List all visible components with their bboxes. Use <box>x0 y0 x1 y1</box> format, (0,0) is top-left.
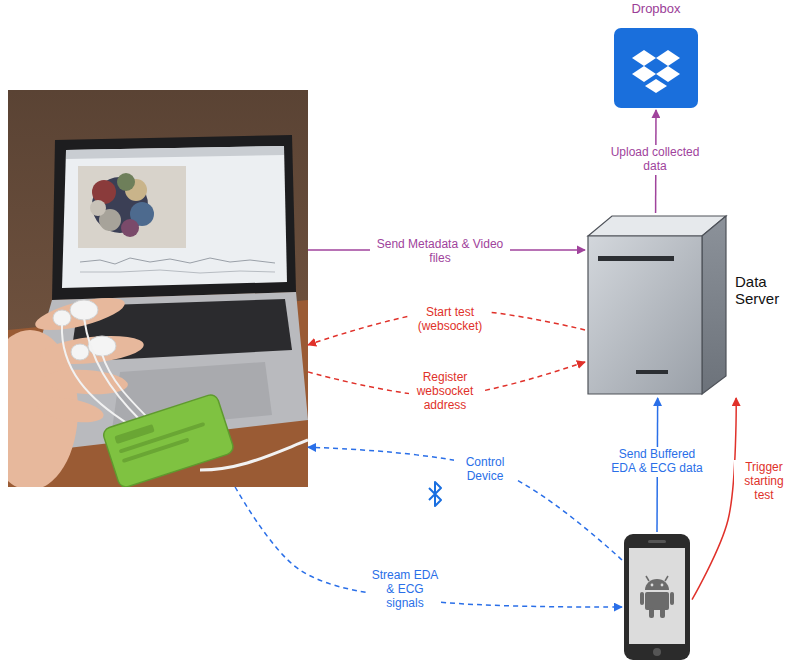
android-logo <box>640 576 674 618</box>
edge-label: Register websocket address <box>409 370 481 413</box>
edge-label: Control Device <box>454 455 516 485</box>
browser-toolbar <box>66 146 284 159</box>
node-label: Dropbox <box>612 2 700 17</box>
client-setup-photo <box>8 90 308 487</box>
laptop-display <box>62 146 287 288</box>
bitalino-device-part <box>102 393 235 487</box>
finger-sensors-part <box>70 300 98 320</box>
android-logo-part <box>651 584 654 587</box>
edge-label-text: Upload collected data <box>611 145 700 173</box>
edge-label-text: Trigger starting test <box>744 460 783 502</box>
android-phone-part <box>629 548 685 644</box>
android-logo-part <box>661 584 664 587</box>
android-phone <box>622 532 692 662</box>
setup-photo <box>8 90 308 487</box>
android-phone-part <box>648 540 666 543</box>
edge-label-text: Stream EDA & ECG signals <box>372 568 439 610</box>
bitalino-device <box>102 393 235 487</box>
android-logo-part <box>670 592 674 605</box>
android-logo-part <box>665 576 668 581</box>
server-icon-part <box>598 256 674 261</box>
android-phone-part <box>624 534 690 660</box>
android-phone-part <box>653 648 661 656</box>
dropbox-icon-part-part <box>632 66 656 82</box>
server-icon-part <box>588 236 702 394</box>
usb-cable <box>200 440 308 470</box>
edge-label-text: Register websocket address <box>417 370 474 412</box>
edge-label: Trigger starting test <box>734 460 794 503</box>
server-icon-part <box>702 216 726 394</box>
flow-arrow <box>308 310 585 345</box>
android-logo-part <box>646 576 649 581</box>
flow-arrow <box>308 362 585 396</box>
flow-arrow <box>692 398 736 600</box>
laptop-lid <box>52 135 296 300</box>
data-server: Data Server <box>585 213 792 398</box>
edge-label: Send Metadata & Video files <box>370 237 510 267</box>
signal-plot <box>80 258 275 264</box>
hand-part <box>32 291 127 337</box>
finger-sensors-part <box>71 344 89 360</box>
server-icon <box>588 216 726 394</box>
storage-service: Dropbox <box>612 2 702 110</box>
edge-label: Start test (websocket) <box>410 305 490 335</box>
server-icon-part <box>636 370 668 374</box>
flow-arrow <box>656 398 658 532</box>
android-logo-part <box>649 608 654 618</box>
edge-label: Stream EDA & ECG signals <box>369 568 441 611</box>
edge-label: Upload collected data <box>605 145 705 175</box>
video-frame <box>78 166 186 248</box>
edge-label-text: Control Device <box>466 455 505 483</box>
android-logo-part <box>660 608 665 618</box>
android-logo-part <box>640 592 644 605</box>
edge-label-text: Start test (websocket) <box>418 305 483 333</box>
flow-arrow <box>308 447 622 560</box>
clothes-pile-image-part <box>90 200 106 216</box>
dropbox-icon-part <box>614 28 698 108</box>
clothes-pile-image <box>90 173 154 237</box>
dropbox-icon-part <box>632 50 680 93</box>
android-logo-part <box>645 592 669 610</box>
finger-sensors-part <box>53 310 71 326</box>
flow-arrow <box>308 249 585 251</box>
dropbox-icon-part-part <box>656 50 680 66</box>
flow-arrow <box>235 487 622 607</box>
edge-label: Send Buffered EDA & ECG data <box>609 447 705 477</box>
bitalino-device-part <box>122 438 190 463</box>
dropbox-icon-part-part <box>632 50 656 66</box>
dropbox-icon-part-part <box>645 79 667 93</box>
edge-label-text: Send Metadata & Video files <box>377 237 504 265</box>
clothes-pile-image-part <box>121 219 139 237</box>
sensor-wires <box>62 318 150 425</box>
clothes-pile-image-part <box>117 173 135 191</box>
bluetooth-symbol <box>429 482 441 506</box>
node-label: Data Server <box>735 273 790 308</box>
android-phone <box>624 534 690 660</box>
signal-plot <box>80 270 275 273</box>
dropbox-icon <box>614 28 698 108</box>
edge-label-text: Send Buffered EDA & ECG data <box>611 447 702 475</box>
dropbox-icon-part-part <box>656 66 680 82</box>
flow-arrow <box>655 110 657 213</box>
